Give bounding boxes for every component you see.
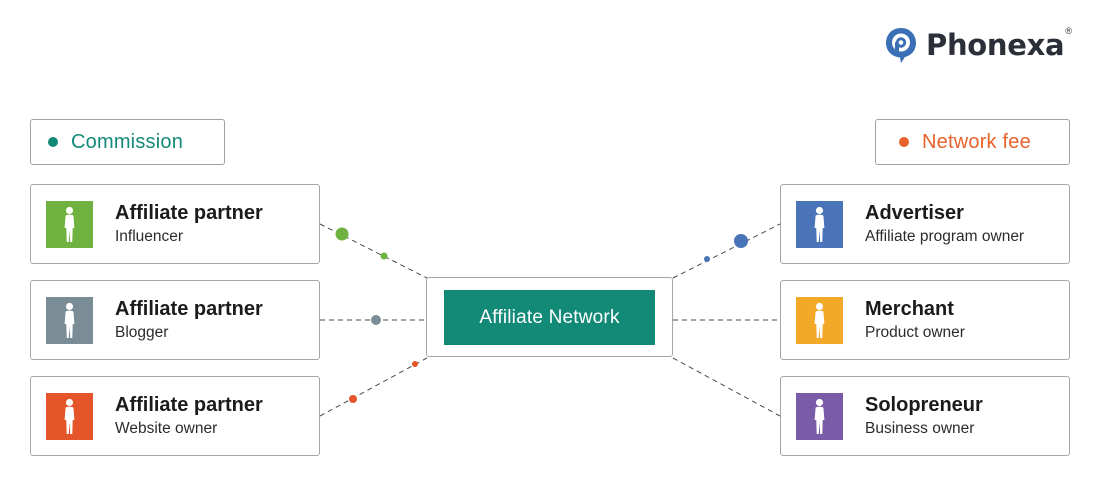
node-merchant: Merchant Product owner xyxy=(780,280,1070,360)
connector-advertiser xyxy=(672,223,781,279)
flow-dot xyxy=(412,361,418,367)
node-subtitle: Blogger xyxy=(115,324,169,341)
node-affiliate-website-owner: Affiliate partner Website owner xyxy=(30,376,320,456)
node-title: Merchant xyxy=(865,298,954,320)
node-subtitle: Product owner xyxy=(865,324,965,341)
flow-dot xyxy=(704,256,710,262)
node-icon xyxy=(46,297,93,344)
brand-registered-mark: ® xyxy=(1065,26,1072,36)
node-subtitle: Website owner xyxy=(115,420,218,437)
node-advertiser: Advertiser Affiliate program owner xyxy=(780,184,1070,264)
node-icon xyxy=(796,297,843,344)
legend-network-fee: Network fee xyxy=(875,119,1070,165)
legend-network-fee-label: Network fee xyxy=(922,130,1031,153)
affiliate-network-node: Affiliate Network xyxy=(426,277,673,357)
commission-dot-icon xyxy=(48,137,58,147)
node-title: Affiliate partner xyxy=(115,394,263,416)
node-title: Solopreneur xyxy=(865,394,983,416)
flow-dot xyxy=(349,395,357,403)
legend-commission: Commission xyxy=(30,119,225,165)
node-icon xyxy=(796,393,843,440)
node-icon xyxy=(46,201,93,248)
network-fee-dot-icon xyxy=(899,137,909,147)
node-subtitle: Affiliate program owner xyxy=(865,228,1025,245)
node-subtitle: Business owner xyxy=(865,420,975,437)
connector-solopreneur xyxy=(672,357,781,417)
node-subtitle: Influencer xyxy=(115,228,184,245)
node-icon xyxy=(46,393,93,440)
node-title: Advertiser xyxy=(865,202,964,224)
flow-dot xyxy=(734,234,748,248)
phonexa-logo: Phonexa ® xyxy=(884,26,1072,64)
node-affiliate-influencer: Affiliate partner Influencer xyxy=(30,184,320,264)
flow-dot xyxy=(371,315,381,325)
node-solopreneur: Solopreneur Business owner xyxy=(780,376,1070,456)
flow-dot xyxy=(335,227,349,241)
brand-name: Phonexa xyxy=(926,28,1065,62)
legend-commission-label: Commission xyxy=(71,130,184,153)
phonexa-mark-icon xyxy=(884,26,918,64)
node-title: Affiliate partner xyxy=(115,298,263,320)
connector-website-owner xyxy=(319,357,428,417)
node-affiliate-blogger: Affiliate partner Blogger xyxy=(30,280,320,360)
node-title: Affiliate partner xyxy=(115,202,263,224)
affiliate-network-label: Affiliate Network xyxy=(444,290,655,345)
flow-dot xyxy=(380,252,388,260)
node-icon xyxy=(796,201,843,248)
